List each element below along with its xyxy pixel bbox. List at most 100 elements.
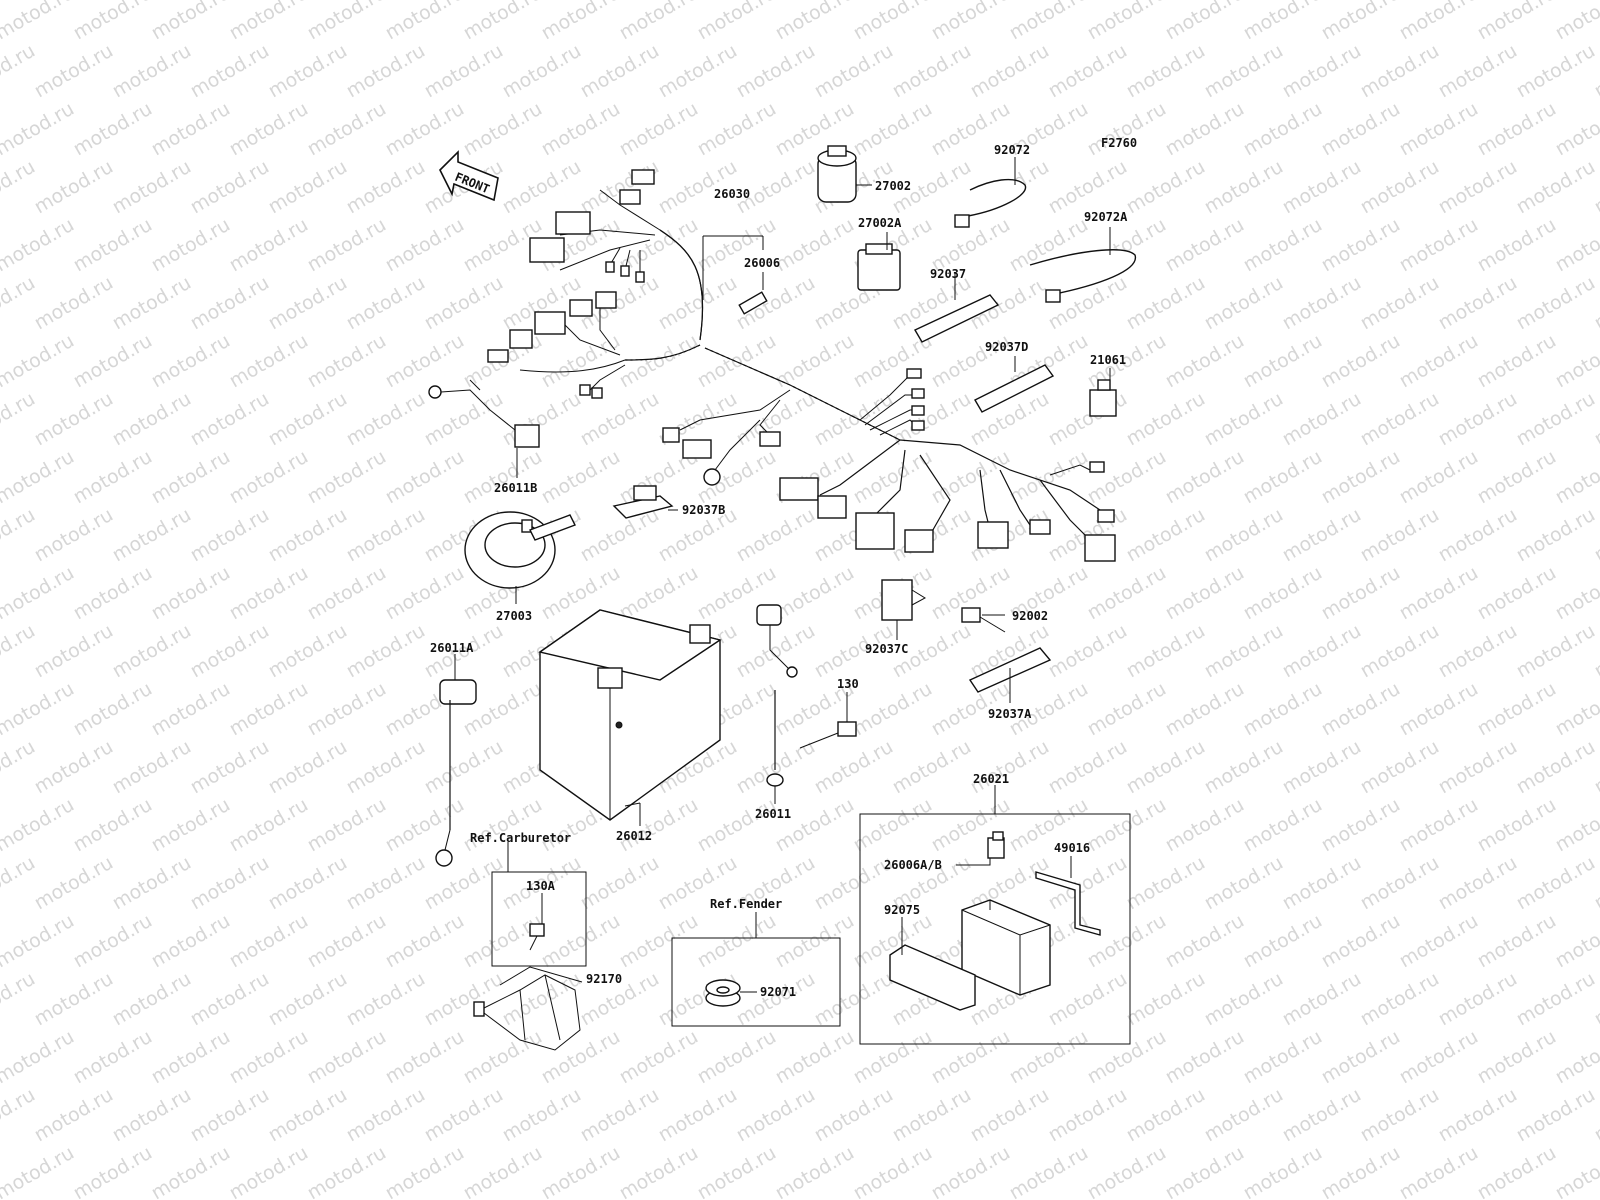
watermark-text: motod.ru (31, 968, 117, 1031)
watermark-text: motod.ru (1045, 1084, 1131, 1147)
watermark-text: motod.ru (0, 1026, 78, 1089)
watermark-text: motod.ru (1084, 1142, 1170, 1200)
watermark-text: motod.ru (460, 1142, 546, 1200)
watermark-text: motod.ru (304, 562, 390, 625)
watermark-text: motod.ru (1474, 98, 1560, 161)
watermark-text: motod.ru (1474, 214, 1560, 277)
watermark-text: motod.ru (1435, 40, 1521, 103)
watermark-text: motod.ru (382, 562, 468, 625)
watermark-text: motod.ru (538, 0, 624, 44)
label-92072: 92072 (994, 143, 1030, 157)
watermark-text: motod.ru (304, 214, 390, 277)
watermark-text: motod.ru (1084, 446, 1170, 509)
fuse-ab-part (987, 831, 1005, 859)
watermark-text: motod.ru (343, 40, 429, 103)
fuse-part (738, 291, 768, 315)
stay-92170-part (473, 974, 581, 1051)
watermark-text: motod.ru (616, 562, 702, 625)
watermark-text: motod.ru (1513, 968, 1599, 1031)
watermark-text: motod.ru (1513, 388, 1599, 451)
watermark-text: motod.ru (70, 910, 156, 973)
watermark-text: motod.ru (265, 968, 351, 1031)
watermark-text: motod.ru (1279, 40, 1365, 103)
watermark-text: motod.ru (1162, 794, 1248, 857)
watermark-text: motod.ru (421, 272, 507, 335)
watermark-text: motod.ru (616, 910, 702, 973)
label-92072a: 92072A (1084, 210, 1128, 224)
watermark-text: motod.ru (1006, 1026, 1092, 1089)
watermark-text: motod.ru (304, 794, 390, 857)
watermark-text: motod.ru (187, 272, 273, 335)
watermark-text: motod.ru (538, 330, 624, 393)
watermark-text: motod.ru (421, 736, 507, 799)
watermark-text: motod.ru (31, 1084, 117, 1147)
ref-fender-label: Ref.Fender (710, 897, 782, 911)
watermark-text: motod.ru (109, 156, 195, 219)
watermark-text: motod.ru (1357, 504, 1443, 567)
watermark-text: motod.ru (0, 156, 39, 219)
watermark-text: motod.ru (1396, 330, 1482, 393)
watermark-text: motod.ru (1084, 562, 1170, 625)
watermark-text: motod.ru (1552, 98, 1600, 161)
watermark-text: motod.ru (382, 1026, 468, 1089)
watermark-text: motod.ru (655, 272, 741, 335)
watermark-text: motod.ru (31, 620, 117, 683)
label-26011b: 26011B (494, 481, 537, 495)
part-21061 (1089, 379, 1117, 417)
front-arrow-icon: FRONT (439, 150, 499, 202)
clip-92037b-part (612, 485, 674, 519)
watermark-text: motod.ru (811, 40, 897, 103)
watermark-text: motod.ru (1201, 388, 1287, 451)
watermark-text: motod.ru (577, 1084, 663, 1147)
watermark-text: motod.ru (187, 1084, 273, 1147)
watermark-text: motod.ru (1240, 1142, 1326, 1200)
watermark-text: motod.ru (577, 40, 663, 103)
watermark-text: motod.ru (31, 156, 117, 219)
watermark-text: motod.ru (538, 98, 624, 161)
watermark-text: motod.ru (772, 562, 858, 625)
watermark-text: motod.ru (577, 852, 663, 915)
watermark-text: motod.ru (421, 1084, 507, 1147)
watermark-text: motod.ru (733, 40, 819, 103)
watermark-text: motod.ru (616, 0, 702, 44)
battery-part (538, 609, 722, 821)
watermark-text: motod.ru (1123, 736, 1209, 799)
label-26006: 26006 (744, 256, 780, 270)
watermark-text: motod.ru (733, 504, 819, 567)
diagram-code: F2760 (1101, 136, 1137, 150)
watermark-text: motod.ru (0, 678, 78, 741)
watermark-text: motod.ru (1084, 98, 1170, 161)
watermark-text: motod.ru (889, 736, 975, 799)
watermark-text: motod.ru (1552, 446, 1600, 509)
watermark-text: motod.ru (343, 1084, 429, 1147)
watermark-text: motod.ru (0, 446, 78, 509)
watermark-text: motod.ru (1513, 156, 1599, 219)
watermark-text: motod.ru (0, 272, 39, 335)
watermark-text: motod.ru (1162, 98, 1248, 161)
watermark-text: motod.ru (226, 446, 312, 509)
watermark-text: motod.ru (265, 40, 351, 103)
watermark-text: motod.ru (265, 620, 351, 683)
watermark-text: motod.ru (460, 98, 546, 161)
watermark-text: motod.ru (1084, 678, 1170, 741)
watermark-text: motod.ru (1513, 1084, 1599, 1147)
watermark-text: motod.ru (1279, 736, 1365, 799)
watermark-text: motod.ru (1513, 852, 1599, 915)
watermark-text: motod.ru (460, 1026, 546, 1089)
watermark-text: motod.ru (148, 794, 234, 857)
watermark-text: motod.ru (187, 504, 273, 567)
watermark-text: motod.ru (1279, 852, 1365, 915)
bracket-49016-part (1035, 871, 1101, 936)
watermark-text: motod.ru (70, 1026, 156, 1089)
watermark-text: motod.ru (1357, 1084, 1443, 1147)
watermark-text: motod.ru (0, 388, 39, 451)
watermark-text: motod.ru (1474, 794, 1560, 857)
watermark-text: motod.ru (1396, 1142, 1482, 1200)
watermark-text: motod.ru (70, 330, 156, 393)
bolt-130a-part (529, 923, 545, 951)
watermark-text: motod.ru (1474, 0, 1560, 44)
watermark-text: motod.ru (304, 446, 390, 509)
watermark-text: motod.ru (1123, 852, 1209, 915)
watermark-text: motod.ru (811, 968, 897, 1031)
label-92037b: 92037B (682, 503, 725, 517)
